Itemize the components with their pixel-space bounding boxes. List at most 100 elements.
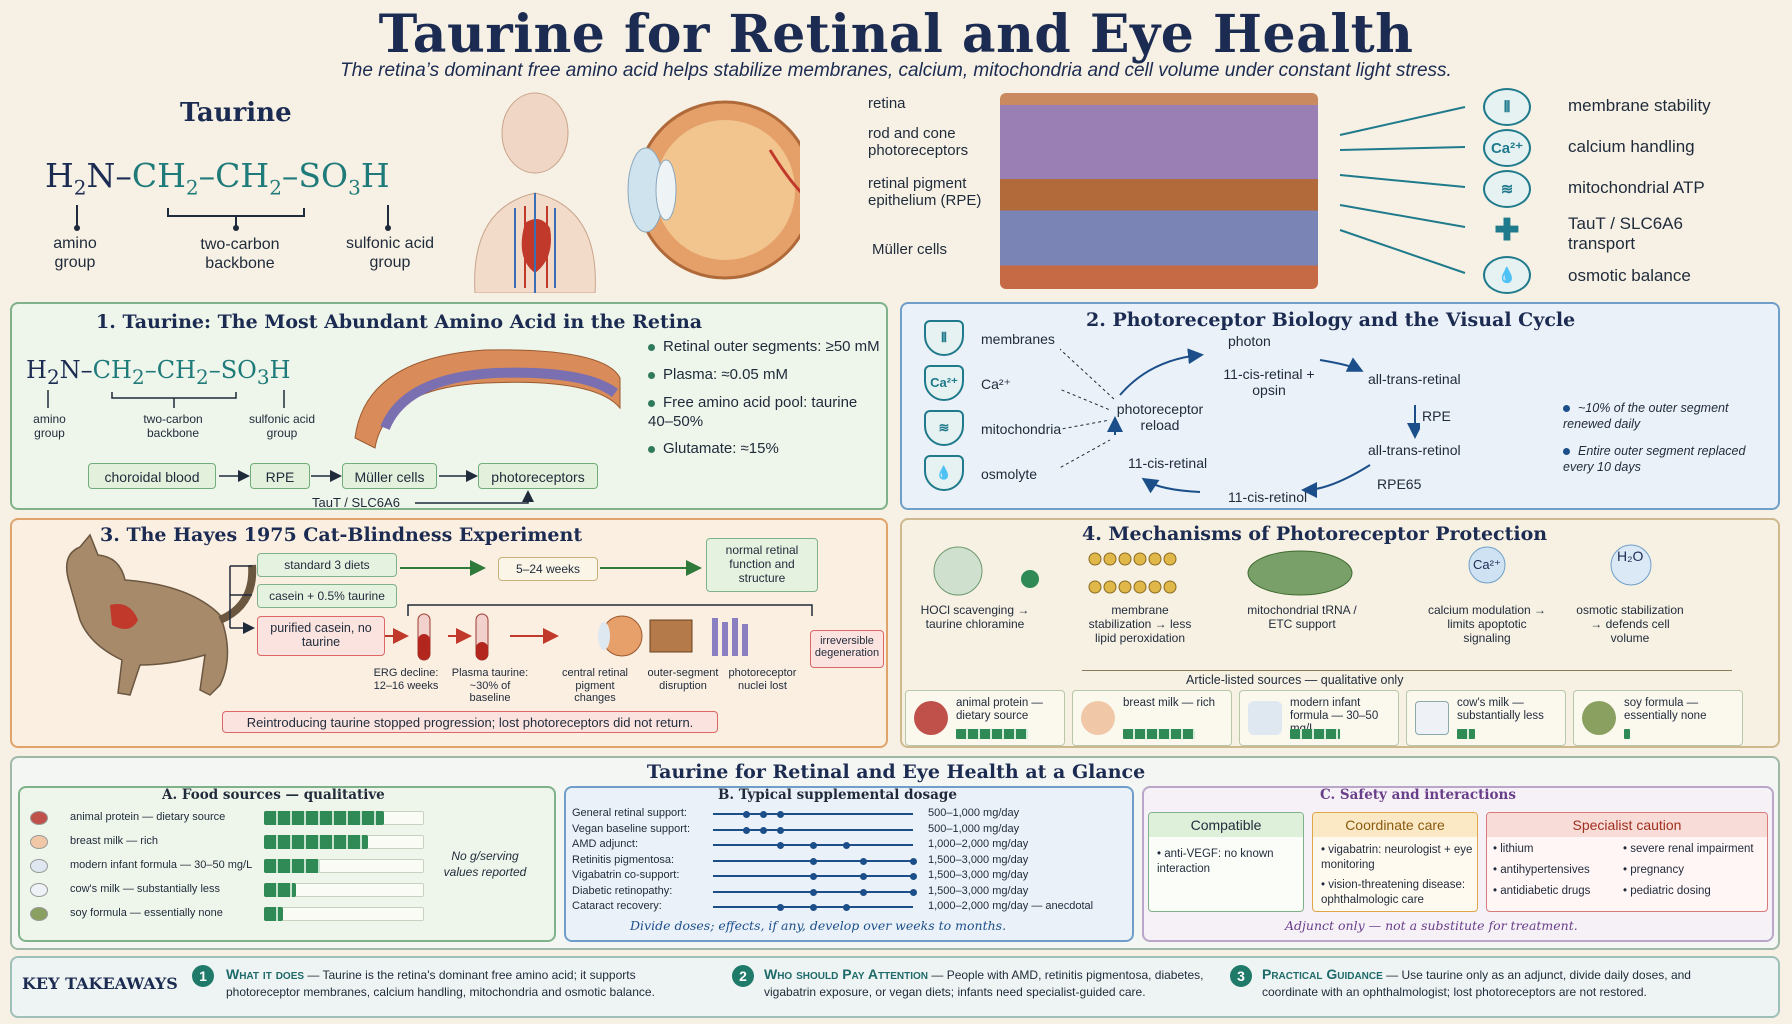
flow-step: Müller cells (342, 463, 437, 489)
milk-carton-icon (30, 883, 48, 897)
bullet-item: ~10% of the outer segment renewed daily (1563, 401, 1729, 431)
dosage-note: Divide doses; effects, if any, develop o… (630, 918, 1007, 933)
retina-layers-illustration (1000, 93, 1318, 289)
diet-box: casein + 0.5% taurine (257, 584, 397, 608)
safety-item: • pregnancy (1623, 864, 1684, 876)
step-label: outer-segment disruption (647, 667, 719, 692)
food-row-label: modern infant formula — 30–50 mg/L (70, 859, 253, 871)
step-label: photoreceptor nuclei lost (728, 667, 797, 692)
molecule-title: Taurine (180, 98, 292, 128)
dosage-box (564, 786, 1134, 942)
dose-row-value: 500–1,000 mg/day (928, 822, 1020, 835)
dose-range-marker (860, 873, 867, 880)
function-arrows (1339, 106, 1466, 274)
mechanism-label: mitochondrial tRNA / ETC support (1247, 603, 1357, 631)
cycle-step: RPE (1422, 408, 1451, 424)
dose-row-value: 1,000–2,000 mg/day — anecdotal (928, 900, 1094, 912)
takeaway-number: 3 (1230, 965, 1252, 987)
dose-row-value: 500–1,000 mg/day (928, 807, 1020, 819)
calcium-icon: Ca²⁺ (924, 365, 964, 401)
cycle-step: RPE65 (1377, 476, 1422, 492)
takeaway-number: 1 (192, 965, 214, 987)
human-anatomy-illustration (474, 92, 596, 293)
dose-range-marker (810, 842, 817, 849)
source-bar (1457, 729, 1475, 739)
cycle-step: 11-cis-retinal (1128, 455, 1208, 471)
safety-item: • antihypertensives (1493, 864, 1590, 876)
soy-icon (30, 907, 48, 921)
osmolyte-icon: 💧 (924, 455, 964, 491)
retina-label: retina (868, 95, 906, 112)
formula-brackets (74, 205, 391, 231)
food-row-label: animal protein — dietary source (70, 811, 226, 823)
bullet-item: Plasma: ≈0.05 mM (648, 366, 788, 385)
normal-outcome-box: normal retinal function and structure (706, 538, 818, 592)
dose-range-marker (910, 873, 917, 880)
cycle-step: all-trans-retinal (1368, 371, 1461, 387)
duration-box: 5–24 weeks (498, 557, 598, 581)
source-card: cow's milk — substantially less (1406, 690, 1566, 746)
panel-title: 2. Photoreceptor Biology and the Visual … (1086, 309, 1576, 331)
panel-title: 4. Mechanisms of Photoreceptor Protectio… (1082, 523, 1548, 545)
specialist-caution-column: Specialist caution • lithium • antihyper… (1486, 812, 1768, 912)
dose-range-marker (760, 811, 767, 818)
dose-range-marker (810, 873, 817, 880)
source-bar (1290, 729, 1340, 739)
source-card: modern infant formula — 30–50 mg/L (1239, 690, 1399, 746)
food-sources-title: A. Food sources — qualitative (162, 787, 385, 803)
safety-item: • lithium (1493, 843, 1534, 855)
cycle-step: 11-cis-retinal + opsin (1223, 366, 1315, 399)
amino-group-label: amino group (53, 235, 97, 272)
dose-range-marker (776, 904, 784, 911)
calcium-icon: Ca²⁺ (1483, 129, 1531, 167)
membrane-icon: ⦀ (924, 320, 964, 356)
dose-row-value: 1,500–3,000 mg/day (928, 884, 1029, 897)
food-bar-track (264, 907, 424, 921)
takeaway-item: What it does — Taurine is the retina's d… (226, 966, 655, 1000)
source-bar (956, 729, 1028, 739)
dose-range-marker (860, 857, 867, 865)
takeaway-item: Who should Pay Attention — People with A… (764, 966, 1204, 1000)
dose-range-marker (743, 811, 751, 818)
bottle-icon (1248, 701, 1282, 735)
food-row-label: breast milk — rich (70, 835, 159, 847)
step-label: central retinal pigment changes (561, 667, 629, 705)
eye-cross-section-illustration (627, 100, 800, 280)
source-card: animal protein — dietary source (905, 690, 1065, 746)
food-row-label: soy formula — essentially none (70, 907, 223, 919)
food-bar-fill (264, 907, 284, 921)
dose-range-marker (810, 888, 817, 896)
mechanism-label: calcium modulation → limits apoptotic si… (1427, 603, 1547, 645)
panel-title: Taurine for Retinal and Eye Health at a … (646, 761, 1146, 783)
photoreceptors-label: rod and cone photoreceptors (868, 125, 969, 159)
safety-item: • anti-VEGF: no known interaction (1157, 848, 1274, 875)
dose-range-marker (760, 826, 767, 834)
panel-visual-cycle (900, 302, 1780, 510)
dose-range-marker (843, 842, 851, 849)
safety-item: • vigabatrin: neurologist + eye monitori… (1321, 844, 1473, 871)
dose-row-value: 1,000–2,000 mg/day (928, 838, 1029, 850)
flow-arrows (219, 470, 534, 504)
backbone-label: two-carbon backbone (200, 236, 280, 273)
safety-note: Adjunct only — not a substitute for trea… (1285, 918, 1578, 933)
steak-icon (30, 811, 48, 825)
dose-range-line (713, 828, 913, 831)
taurine-formula-small: H2N–CH2–CH2–SO3H (26, 356, 291, 389)
irreversible-outcome-box: irreversible degeneration (810, 630, 884, 668)
dose-range-line (713, 813, 913, 815)
dose-row-label: AMD adjunct: (572, 838, 639, 850)
dose-row-value: 1,500–3,000 mg/day (928, 869, 1029, 881)
flow-step: choroidal blood (88, 463, 216, 489)
calcium-icon: Ca²⁺ (1473, 557, 1501, 572)
visual-cycle-diagram (1060, 348, 1420, 498)
bullet-item: Free amino acid pool: taurine 40–50% (648, 394, 858, 430)
experiment-arrows (229, 560, 813, 644)
flow-step: photoreceptors (478, 463, 598, 489)
cycle-step: 11-cis-retinol (1228, 489, 1308, 505)
dose-row-label: Diabetic retinopathy: (572, 884, 673, 897)
mechanism-label: HOCl scavenging → taurine chloramine (920, 603, 1030, 631)
panel-title: 3. The Hayes 1975 Cat-Blindness Experime… (100, 524, 583, 546)
source-bar (1123, 729, 1195, 739)
steak-icon (914, 701, 948, 735)
food-bar-fill (264, 859, 320, 873)
